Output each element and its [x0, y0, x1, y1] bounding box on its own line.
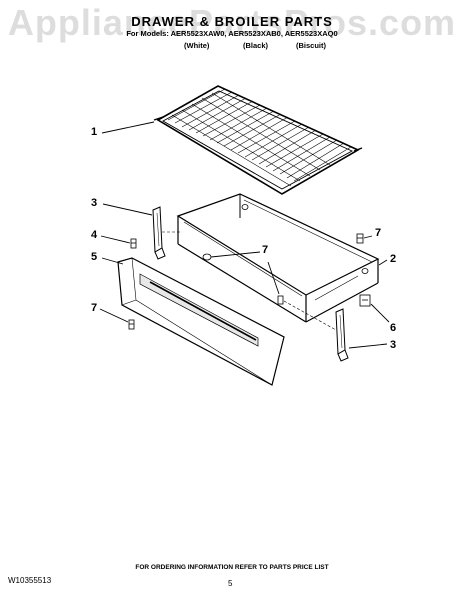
leader-lines: [99, 121, 390, 349]
assembly-lines: [162, 231, 337, 331]
callout-1: 1: [91, 126, 98, 138]
model-list: For Models: AER5523XAW0, AER5523XAB0, AE…: [126, 29, 338, 38]
watermark: AppliancePartsPros.com: [7, 2, 457, 43]
callout-7-lower: 7: [91, 302, 98, 314]
broiler-drawer-pan: [176, 193, 380, 323]
callout-5: 5: [91, 251, 98, 263]
drawer-front-panel: [117, 257, 285, 386]
color-black: (Black): [243, 41, 269, 50]
bracket-part-6: [359, 294, 371, 307]
screw-part-7-drawer: [277, 295, 284, 305]
color-row: (White) (Black) (Biscuit): [0, 41, 464, 51]
screw-part-7-upper: [356, 233, 364, 244]
screw-part-4: [130, 238, 137, 249]
ordering-note: FOR ORDERING INFORMATION REFER TO PARTS …: [135, 564, 329, 571]
callout-7-upper: 7: [375, 227, 382, 239]
screw-part-7-lower: [128, 319, 135, 330]
color-biscuit: (Biscuit): [296, 41, 326, 50]
page-title: DRAWER & BROILER PARTS: [131, 14, 333, 29]
oven-rack: [153, 85, 363, 195]
color-white: (White): [184, 41, 210, 50]
callout-7-middle: 7: [262, 244, 269, 256]
callout-3-lower: 3: [390, 339, 397, 351]
callout-6: 6: [390, 322, 397, 334]
callout-2: 2: [390, 253, 397, 265]
drawer-slide-left: [152, 206, 166, 260]
callout-4: 4: [91, 229, 98, 241]
drawer-slide-right: [335, 308, 349, 362]
screw-part-7-middle: [202, 253, 212, 261]
page-number: 5: [228, 579, 233, 588]
callout-3-upper: 3: [91, 197, 98, 209]
document-number: W10355513: [8, 576, 52, 585]
